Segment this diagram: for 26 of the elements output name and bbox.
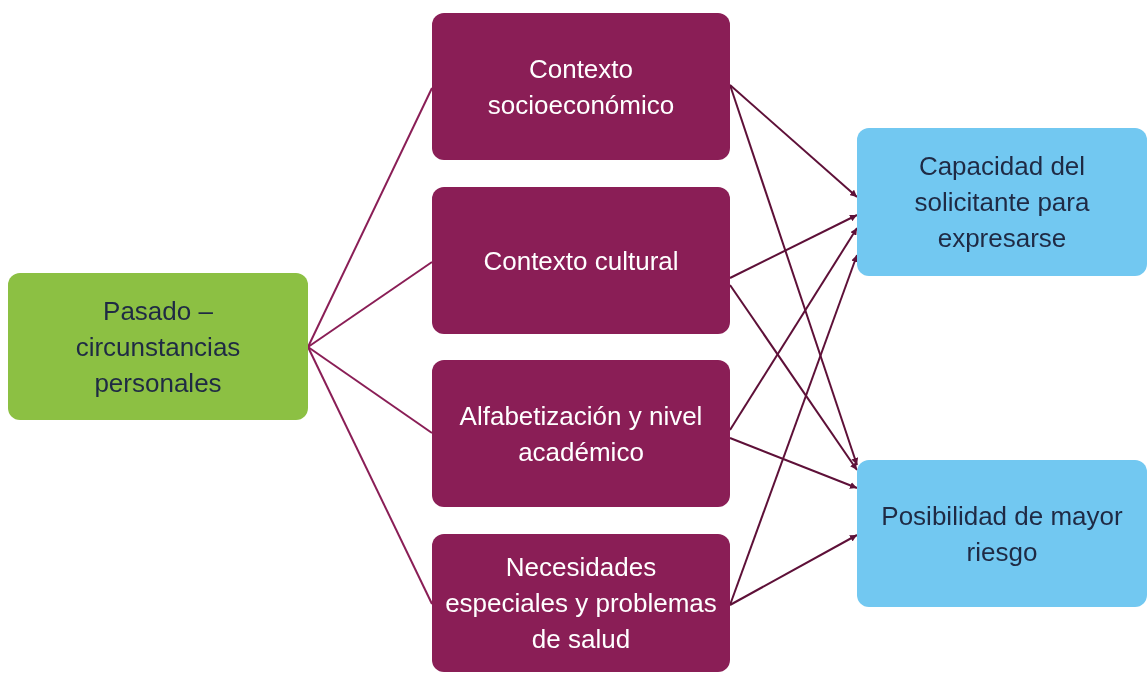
- arrow: [729, 284, 858, 471]
- process-box: [8, 273, 308, 420]
- arrow: [729, 214, 858, 279]
- connector-line: [307, 87, 433, 348]
- box-label: Pasado – circunstancias personales: [74, 294, 242, 400]
- arrow: [729, 437, 858, 489]
- arrow: [729, 254, 858, 606]
- arrow: [729, 84, 859, 466]
- connector-line: [307, 261, 433, 348]
- connector-line: [307, 346, 433, 434]
- arrow: [729, 534, 858, 606]
- arrow: [729, 227, 858, 431]
- box-label: Contexto socioeconómico: [486, 52, 676, 122]
- box-label: Posibilidad de mayor riesgo: [880, 499, 1124, 569]
- box-label: Necesidades especiales y problemas de salud: [444, 551, 718, 656]
- box-label: Alfabetización y nivel académico: [458, 399, 704, 469]
- box-label: Contexto cultural: [483, 244, 679, 278]
- process-box: [432, 13, 730, 160]
- process-box: [857, 460, 1147, 607]
- process-box: [432, 534, 730, 672]
- process-box: [432, 187, 730, 334]
- arrow: [729, 84, 858, 198]
- box-label: Capacidad del solicitante para expresarse: [913, 150, 1091, 255]
- process-box: [432, 360, 730, 507]
- connector-line: [307, 346, 433, 605]
- process-box: [857, 128, 1147, 276]
